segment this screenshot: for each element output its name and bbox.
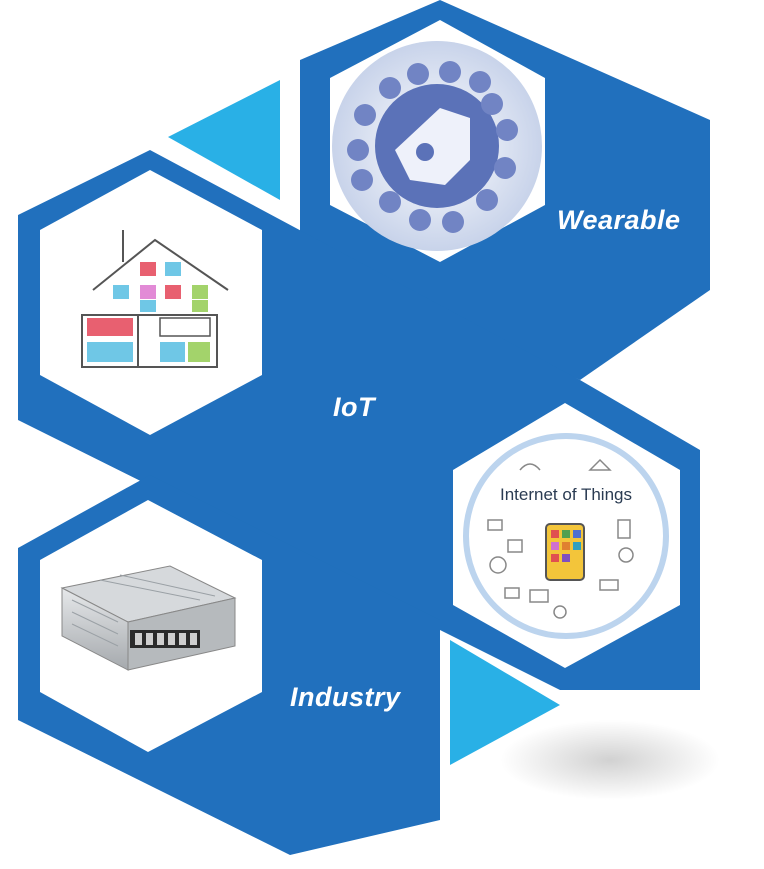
cyan-triangle-bottom [450,640,560,765]
label-iot: IoT [333,392,375,422]
iot-doodle-icons [487,458,634,619]
watch-dial-icon [416,143,434,161]
label-industry: Industry [290,682,401,712]
label-wearable: Wearable [557,205,681,235]
app-bubbles [347,61,518,233]
hand-icon [395,108,470,185]
iot-circle-text: Internet of Things [500,485,632,504]
phone-app-icons [551,530,581,562]
power-supply-unit-icon [60,565,237,671]
cyan-triangle-top [168,80,280,200]
shadow [500,720,720,800]
smart-home-icon [81,230,229,368]
